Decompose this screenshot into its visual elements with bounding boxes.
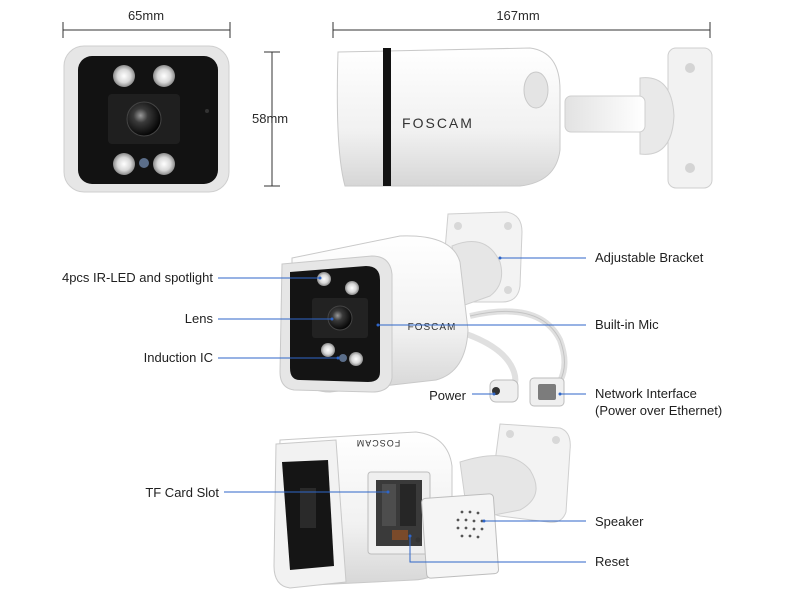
mic-label: Built-in Mic <box>595 317 659 332</box>
camera-open-view: FOSCAM <box>273 423 571 589</box>
callout-reset: Reset <box>408 534 629 569</box>
speaker-label: Speaker <box>595 514 644 529</box>
ir-led <box>349 352 363 366</box>
callout-power: Power <box>429 388 496 403</box>
camera-perspective-view: FOSCAM <box>279 211 568 407</box>
ir-led <box>317 272 331 286</box>
bracket-label: Adjustable Bracket <box>595 250 704 265</box>
callout-speaker: Speaker <box>482 514 644 529</box>
callout-induction-ic: Induction IC <box>144 350 340 365</box>
front-ir-led <box>153 153 175 175</box>
induction-sensor <box>339 354 347 362</box>
front-height-label: 58mm <box>252 111 288 126</box>
ir-led <box>345 281 359 295</box>
callout-mic: Built-in Mic <box>376 317 659 332</box>
camera-side-view: FOSCAM <box>336 47 713 189</box>
callout-ir-led: 4pcs IR-LED and spotlight <box>62 270 322 285</box>
dimension-length-side: 167mm <box>332 8 711 38</box>
side-length-label: 167mm <box>496 8 539 23</box>
tf-slot-label: TF Card Slot <box>145 485 219 500</box>
reset-button <box>415 537 421 543</box>
brand-logo-open: FOSCAM <box>356 438 401 448</box>
front-ir-led <box>153 65 175 87</box>
callout-lens: Lens <box>185 311 334 326</box>
network-label-line1: Network Interface <box>595 386 697 401</box>
ir-led-label: 4pcs IR-LED and spotlight <box>62 270 213 285</box>
callout-tf-slot: TF Card Slot <box>145 485 390 500</box>
network-label-line2: (Power over Ethernet) <box>595 403 722 418</box>
front-lens <box>126 101 162 137</box>
power-label: Power <box>429 388 467 403</box>
dimension-height-front: 58mm <box>252 51 288 187</box>
induction-ic-label: Induction IC <box>144 350 213 365</box>
callout-bracket: Adjustable Bracket <box>498 250 704 265</box>
lens-label: Lens <box>185 311 214 326</box>
front-ir-led <box>113 153 135 175</box>
dimension-width-front: 65mm <box>62 8 231 38</box>
brand-logo-side: FOSCAM <box>402 115 474 131</box>
perspective-lens <box>327 305 353 331</box>
reset-label: Reset <box>595 554 629 569</box>
front-ir-led <box>113 65 135 87</box>
callout-network: Network Interface (Power over Ethernet) <box>558 386 722 418</box>
camera-front-view <box>63 45 230 193</box>
front-sensor <box>139 158 149 168</box>
front-width-label: 65mm <box>128 8 164 23</box>
brand-logo-perspective: FOSCAM <box>408 322 457 333</box>
ir-led <box>321 343 335 357</box>
